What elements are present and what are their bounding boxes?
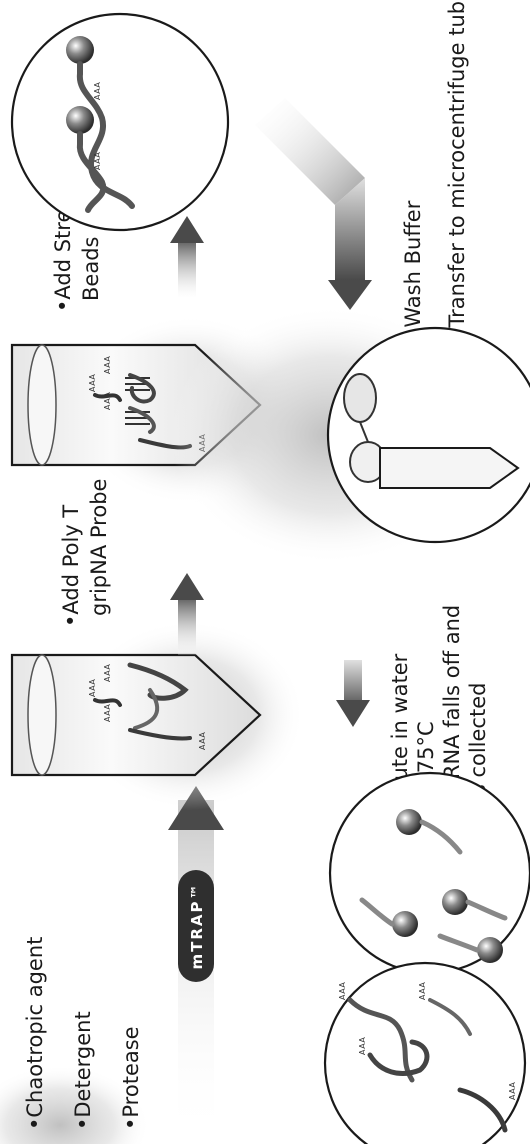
bead-icon <box>392 911 418 937</box>
step2-text: •Add Poly T gripNA Probe <box>59 479 111 627</box>
svg-text:AAA: AAA <box>418 982 427 1000</box>
arrow-5-head <box>336 700 370 727</box>
svg-text:AAA: AAA <box>198 732 207 750</box>
step4-bullet-2: Transfer to microcentrifuge tubes <box>445 0 469 329</box>
arrow-2-head <box>170 573 204 600</box>
svg-text:AAA: AAA <box>358 1037 367 1055</box>
svg-text:•Chaotropic agent: •Chaotropic agent <box>23 937 47 1130</box>
released-beads-circle <box>330 773 530 973</box>
svg-text:•Protease: •Protease <box>119 1026 143 1130</box>
step1-bullet-1: Chaotropic agent <box>23 937 47 1118</box>
bead-binding-circle: AAA AAA <box>12 14 228 230</box>
svg-text:•Detergent: •Detergent <box>71 1011 95 1130</box>
wash-band <box>255 98 365 205</box>
svg-text:•Transfer to microcentrifuge t: •Transfer to microcentrifuge tubes <box>445 0 469 340</box>
step1-text: •Chaotropic agent •Detergent •Protease <box>23 937 143 1130</box>
svg-text:AAA: AAA <box>93 82 102 100</box>
arrow-3-shaft <box>178 238 196 298</box>
svg-text:AAA: AAA <box>103 664 112 682</box>
collected-mrna-circle: AAA AAA AAA AAA <box>325 963 525 1144</box>
svg-text:AAA: AAA <box>338 982 347 1000</box>
svg-text:•Add Poly T: •Add Poly T <box>59 505 83 627</box>
svg-text:AAA: AAA <box>103 392 112 410</box>
bead-icon <box>442 889 468 915</box>
bead-icon <box>66 106 94 134</box>
svg-text:AAA: AAA <box>88 679 97 697</box>
svg-text:AAA: AAA <box>93 152 102 170</box>
svg-text:AAA: AAA <box>103 704 112 722</box>
mtrap-pill: mTRAP™ <box>178 870 214 982</box>
step4-text: •Wash Buffer •Transfer to microcentrifug… <box>401 0 469 340</box>
step4-bullet-1: Wash Buffer <box>401 200 425 327</box>
svg-text:AAA: AAA <box>88 374 97 392</box>
step2-line-2: gripNA Probe <box>87 479 111 616</box>
bead-icon <box>477 937 503 963</box>
arrow-3-head <box>170 216 204 243</box>
svg-text:AAA: AAA <box>508 1082 517 1100</box>
arrow-2-shaft <box>178 595 196 655</box>
bead-icon <box>396 809 422 835</box>
step5-bullet-2-line-1: mRNA falls off and <box>440 605 464 800</box>
step2-line-1: Add Poly T <box>59 505 83 615</box>
svg-text:AAA: AAA <box>103 356 112 374</box>
svg-text:•Wash Buffer: •Wash Buffer <box>401 200 425 340</box>
step1-bullet-2: Detergent <box>71 1011 95 1117</box>
step1-bullet-3: Protease <box>119 1026 143 1117</box>
step3-line-2: Beads <box>79 237 103 301</box>
bead-icon <box>66 36 94 64</box>
mtrap-label: mTRAP™ <box>188 882 206 969</box>
microtube-circle <box>328 328 530 542</box>
